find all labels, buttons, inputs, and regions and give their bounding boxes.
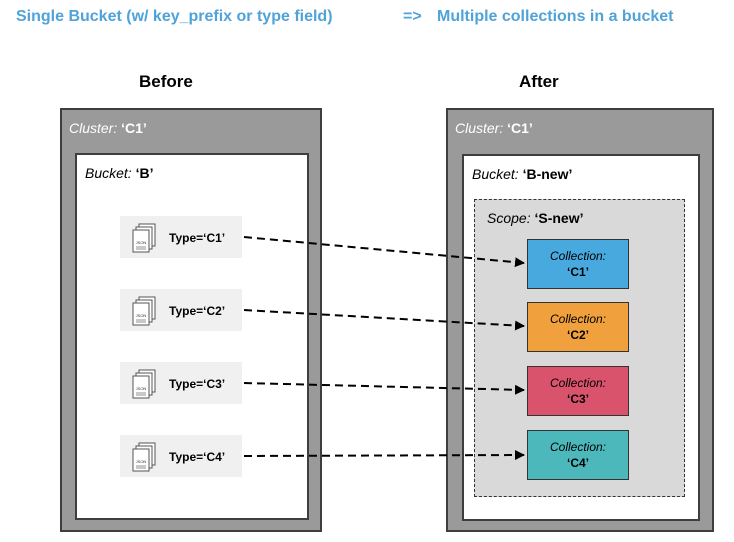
after-cluster-name: ‘C1’ <box>507 120 533 136</box>
after-bucket-label-text: Bucket: <box>472 166 523 182</box>
collection-name: ‘C4’ <box>566 456 589 470</box>
before-cluster-label: Cluster: ‘C1’ <box>69 120 147 136</box>
before-cluster-label-text: Cluster: <box>69 120 122 136</box>
collection-label: Collection: <box>549 249 607 263</box>
before-title: Before <box>139 72 193 91</box>
svg-text:JSON: JSON <box>136 386 147 391</box>
before-bucket-name: ‘B’ <box>135 165 154 181</box>
after-cluster-label: Cluster: ‘C1’ <box>455 120 533 136</box>
collection-c1: Collection: ‘C1’ <box>527 239 629 289</box>
before-cluster-name: ‘C1’ <box>121 120 147 136</box>
header-left-text: Single Bucket (w/ key_prefix or type fie… <box>16 8 333 25</box>
doc-item: JSON Type=‘C4’ <box>120 435 242 477</box>
scope-label: Scope: ‘S-new’ <box>487 210 584 226</box>
doc-type-label: Type=‘C1’ <box>169 231 226 245</box>
doc-type-label: Type=‘C3’ <box>169 377 226 391</box>
after-title: After <box>519 72 559 91</box>
scope-label-text: Scope: <box>487 210 535 226</box>
before-bucket-label-text: Bucket: <box>85 165 136 181</box>
collection-c3: Collection: ‘C3’ <box>527 366 629 416</box>
collection-label: Collection: <box>549 440 607 454</box>
svg-text:JSON: JSON <box>136 313 147 318</box>
header-right-text: Multiple collections in a bucket <box>437 8 674 25</box>
collection-label: Collection: <box>549 376 607 390</box>
collection-name: ‘C3’ <box>566 392 589 406</box>
doc-item: JSON Type=‘C3’ <box>120 362 242 404</box>
header: Single Bucket (w/ key_prefix or type fie… <box>0 6 734 32</box>
collection-name: ‘C2’ <box>566 328 589 342</box>
after-bucket-label: Bucket: ‘B-new’ <box>472 166 572 182</box>
json-document-stack-icon: JSON <box>132 369 156 399</box>
after-cluster-label-text: Cluster: <box>455 120 508 136</box>
doc-type-label: Type=‘C4’ <box>169 450 226 464</box>
doc-item: JSON Type=‘C2’ <box>120 289 242 331</box>
collection-label: Collection: <box>549 312 607 326</box>
svg-text:JSON: JSON <box>136 459 147 464</box>
svg-text:JSON: JSON <box>136 240 147 245</box>
collection-c2: Collection: ‘C2’ <box>527 302 629 352</box>
json-document-stack-icon: JSON <box>132 296 156 326</box>
before-bucket-label: Bucket: ‘B’ <box>85 165 153 181</box>
after-bucket-name: ‘B-new’ <box>522 166 573 182</box>
doc-type-label: Type=‘C2’ <box>169 304 226 318</box>
collection-name: ‘C1’ <box>566 265 589 279</box>
scope-name: ‘S-new’ <box>534 210 584 226</box>
doc-item: JSON Type=‘C1’ <box>120 216 242 258</box>
collection-c4: Collection: ‘C4’ <box>527 430 629 480</box>
header-arrow-text: => <box>403 8 422 25</box>
json-document-stack-icon: JSON <box>132 223 156 253</box>
json-document-stack-icon: JSON <box>132 442 156 472</box>
